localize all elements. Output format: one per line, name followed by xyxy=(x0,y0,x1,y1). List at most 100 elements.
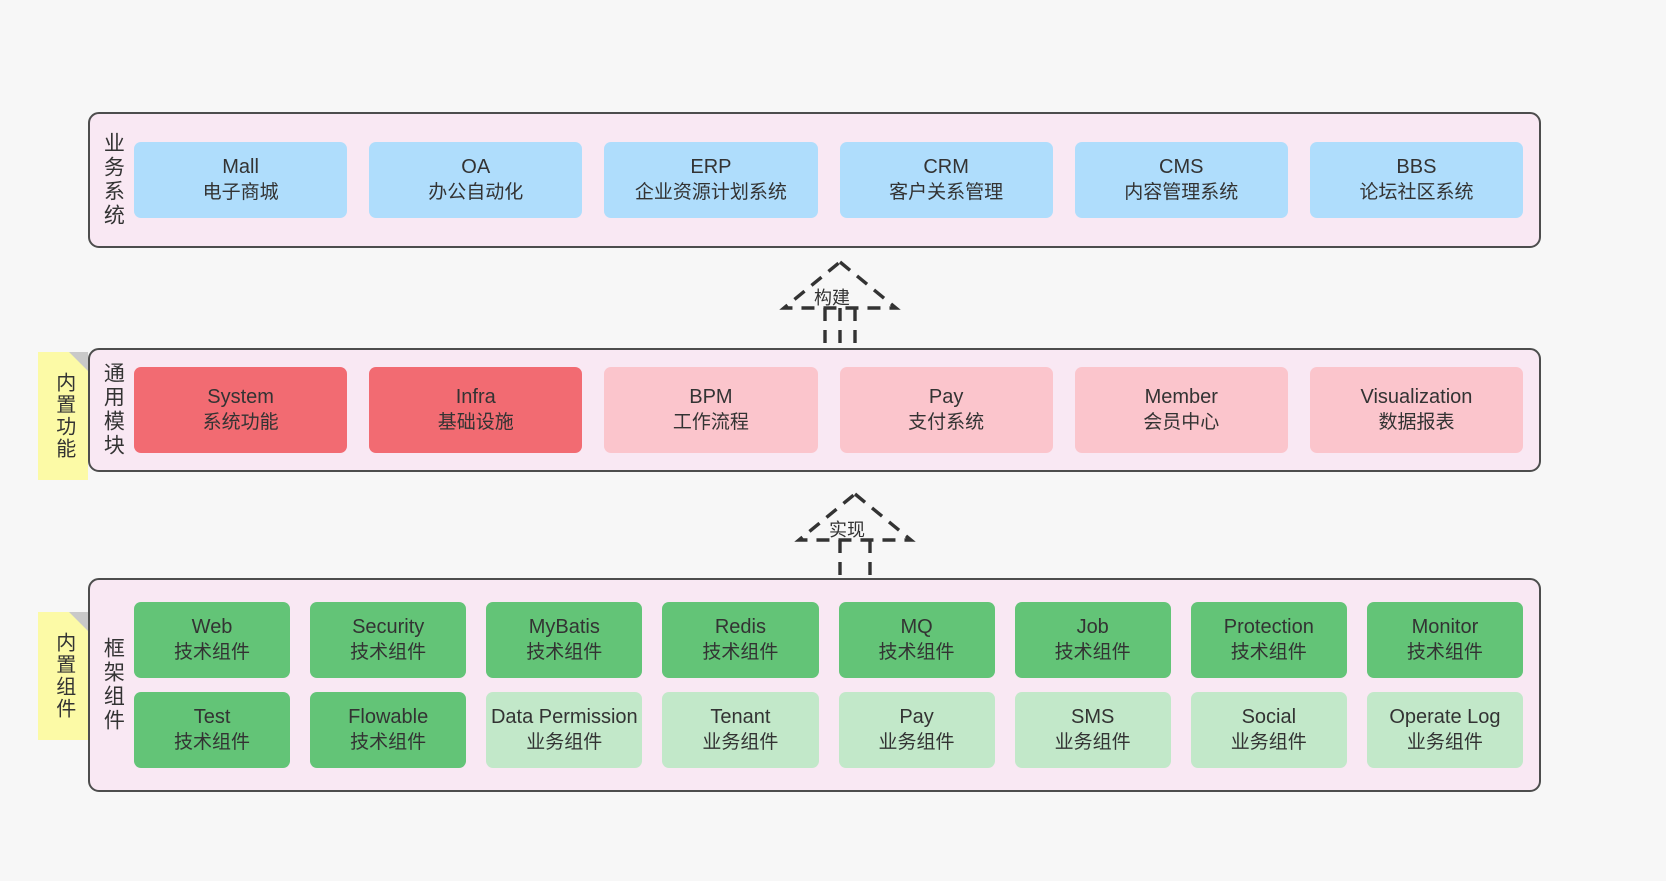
card-title: Pay xyxy=(928,386,964,409)
framework-business-row: Test 技术组件 Flowable 技术组件 Data Permission … xyxy=(134,692,1523,768)
layer-framework-component: 框架组件 Web 技术组件 Security 技术组件 MyBatis 技术组件… xyxy=(88,578,1541,792)
card-subtitle: 基础设施 xyxy=(437,411,514,433)
card-visualization[interactable]: Visualization 数据报表 xyxy=(1309,367,1524,453)
card-subtitle: 论坛社区系统 xyxy=(1359,181,1474,203)
card-pay-component[interactable]: Pay 业务组件 xyxy=(838,692,995,768)
sticky-fold-corner-icon xyxy=(69,352,88,371)
card-title: Visualization xyxy=(1360,386,1473,409)
card-title: Member xyxy=(1144,386,1218,409)
card-security[interactable]: Security 技术组件 xyxy=(310,602,467,678)
card-title: Test xyxy=(193,706,231,729)
connector-implement: 实现 xyxy=(770,490,940,584)
card-subtitle: 工作流程 xyxy=(672,411,749,433)
card-title: ERP xyxy=(690,156,732,179)
connector-build: 构建 xyxy=(755,258,925,352)
layer-common-module: 通用模块 System 系统功能 Infra 基础设施 BPM 工作流程 Pay… xyxy=(88,348,1541,472)
card-test[interactable]: Test 技术组件 xyxy=(134,692,291,768)
card-sms[interactable]: SMS 业务组件 xyxy=(1014,692,1171,768)
card-title: Operate Log xyxy=(1389,706,1501,729)
card-subtitle: 业务组件 xyxy=(1406,731,1483,753)
card-title: SMS xyxy=(1071,706,1115,729)
card-title: Job xyxy=(1076,616,1109,639)
card-subtitle: 技术组件 xyxy=(1406,641,1483,663)
card-subtitle: 技术组件 xyxy=(174,731,251,753)
card-mq[interactable]: MQ 技术组件 xyxy=(838,602,995,678)
card-subtitle: 电子商城 xyxy=(202,181,279,203)
card-erp[interactable]: ERP 企业资源计划系统 xyxy=(604,142,818,218)
card-subtitle: 业务组件 xyxy=(702,731,779,753)
sticky-fold-corner-icon xyxy=(69,612,88,631)
card-protection[interactable]: Protection 技术组件 xyxy=(1190,602,1347,678)
framework-tech-row: Web 技术组件 Security 技术组件 MyBatis 技术组件 Redi… xyxy=(134,602,1523,678)
card-title: BPM xyxy=(689,386,733,409)
card-title: Mall xyxy=(222,156,259,179)
card-subtitle: 数据报表 xyxy=(1378,411,1455,433)
card-infra[interactable]: Infra 基础设施 xyxy=(369,367,583,453)
sticky-note-label: 内置功能 xyxy=(52,372,75,460)
card-title: MQ xyxy=(900,616,933,639)
card-subtitle: 技术组件 xyxy=(702,641,779,663)
card-subtitle: 业务组件 xyxy=(878,731,955,753)
layer-body-business-system: Mall 电子商城 OA 办公自动化 ERP 企业资源计划系统 CRM 客户关系… xyxy=(134,114,1539,246)
card-job[interactable]: Job 技术组件 xyxy=(1014,602,1171,678)
card-subtitle: 业务组件 xyxy=(1054,731,1131,753)
card-title: Flowable xyxy=(348,706,429,729)
card-title: Data Permission xyxy=(490,706,638,729)
sticky-note-builtin-function: 内置功能 xyxy=(38,352,88,480)
card-title: Web xyxy=(191,616,233,639)
card-subtitle: 技术组件 xyxy=(526,641,603,663)
card-operate-log[interactable]: Operate Log 业务组件 xyxy=(1366,692,1523,768)
layer-label-framework-component: 框架组件 xyxy=(101,637,125,733)
layer-label-business-system: 业务系统 xyxy=(101,132,125,228)
card-subtitle: 技术组件 xyxy=(174,641,251,663)
card-title: Social xyxy=(1241,706,1297,729)
card-mybatis[interactable]: MyBatis 技术组件 xyxy=(486,602,643,678)
card-title: Tenant xyxy=(710,706,771,729)
layer-body-common-module: System 系统功能 Infra 基础设施 BPM 工作流程 Pay 支付系统… xyxy=(134,350,1539,470)
card-system[interactable]: System 系统功能 xyxy=(134,367,348,453)
card-subtitle: 业务组件 xyxy=(1230,731,1307,753)
card-subtitle: 技术组件 xyxy=(350,731,427,753)
card-title: Infra xyxy=(455,386,496,409)
layer-body-framework-component: Web 技术组件 Security 技术组件 MyBatis 技术组件 Redi… xyxy=(134,580,1539,790)
card-title: CMS xyxy=(1159,156,1204,179)
card-title: Redis xyxy=(714,616,766,639)
connector-build-label: 构建 xyxy=(814,288,850,308)
card-title: BBS xyxy=(1396,156,1437,179)
card-monitor[interactable]: Monitor 技术组件 xyxy=(1366,602,1523,678)
card-title: CRM xyxy=(923,156,969,179)
sticky-note-label: 内置组件 xyxy=(52,632,75,720)
card-social[interactable]: Social 业务组件 xyxy=(1190,692,1347,768)
card-web[interactable]: Web 技术组件 xyxy=(134,602,291,678)
card-member[interactable]: Member 会员中心 xyxy=(1074,367,1288,453)
card-title: Pay xyxy=(899,706,934,729)
card-title: MyBatis xyxy=(528,616,600,639)
sticky-note-builtin-component: 内置组件 xyxy=(38,612,88,740)
card-bbs[interactable]: BBS 论坛社区系统 xyxy=(1309,142,1524,218)
card-pay-module[interactable]: Pay 支付系统 xyxy=(839,367,1053,453)
card-subtitle: 办公自动化 xyxy=(428,181,524,203)
card-subtitle: 技术组件 xyxy=(350,641,427,663)
card-redis[interactable]: Redis 技术组件 xyxy=(662,602,819,678)
card-subtitle: 会员中心 xyxy=(1143,411,1220,433)
card-subtitle: 业务组件 xyxy=(526,731,603,753)
card-subtitle: 支付系统 xyxy=(908,411,985,433)
card-subtitle: 企业资源计划系统 xyxy=(634,181,787,203)
layer-label-common-module: 通用模块 xyxy=(101,362,125,458)
card-cms[interactable]: CMS 内容管理系统 xyxy=(1074,142,1288,218)
card-flowable[interactable]: Flowable 技术组件 xyxy=(310,692,467,768)
card-bpm[interactable]: BPM 工作流程 xyxy=(604,367,818,453)
card-title: Security xyxy=(352,616,425,639)
card-oa[interactable]: OA 办公自动化 xyxy=(369,142,583,218)
card-subtitle: 技术组件 xyxy=(1230,641,1307,663)
card-data-permission[interactable]: Data Permission 业务组件 xyxy=(486,692,643,768)
card-tenant[interactable]: Tenant 业务组件 xyxy=(662,692,819,768)
card-subtitle: 技术组件 xyxy=(878,641,955,663)
card-subtitle: 技术组件 xyxy=(1054,641,1131,663)
card-subtitle: 内容管理系统 xyxy=(1124,181,1239,203)
card-subtitle: 客户关系管理 xyxy=(889,181,1004,203)
card-mall[interactable]: Mall 电子商城 xyxy=(134,142,348,218)
card-title: System xyxy=(207,386,274,409)
card-crm[interactable]: CRM 客户关系管理 xyxy=(839,142,1053,218)
